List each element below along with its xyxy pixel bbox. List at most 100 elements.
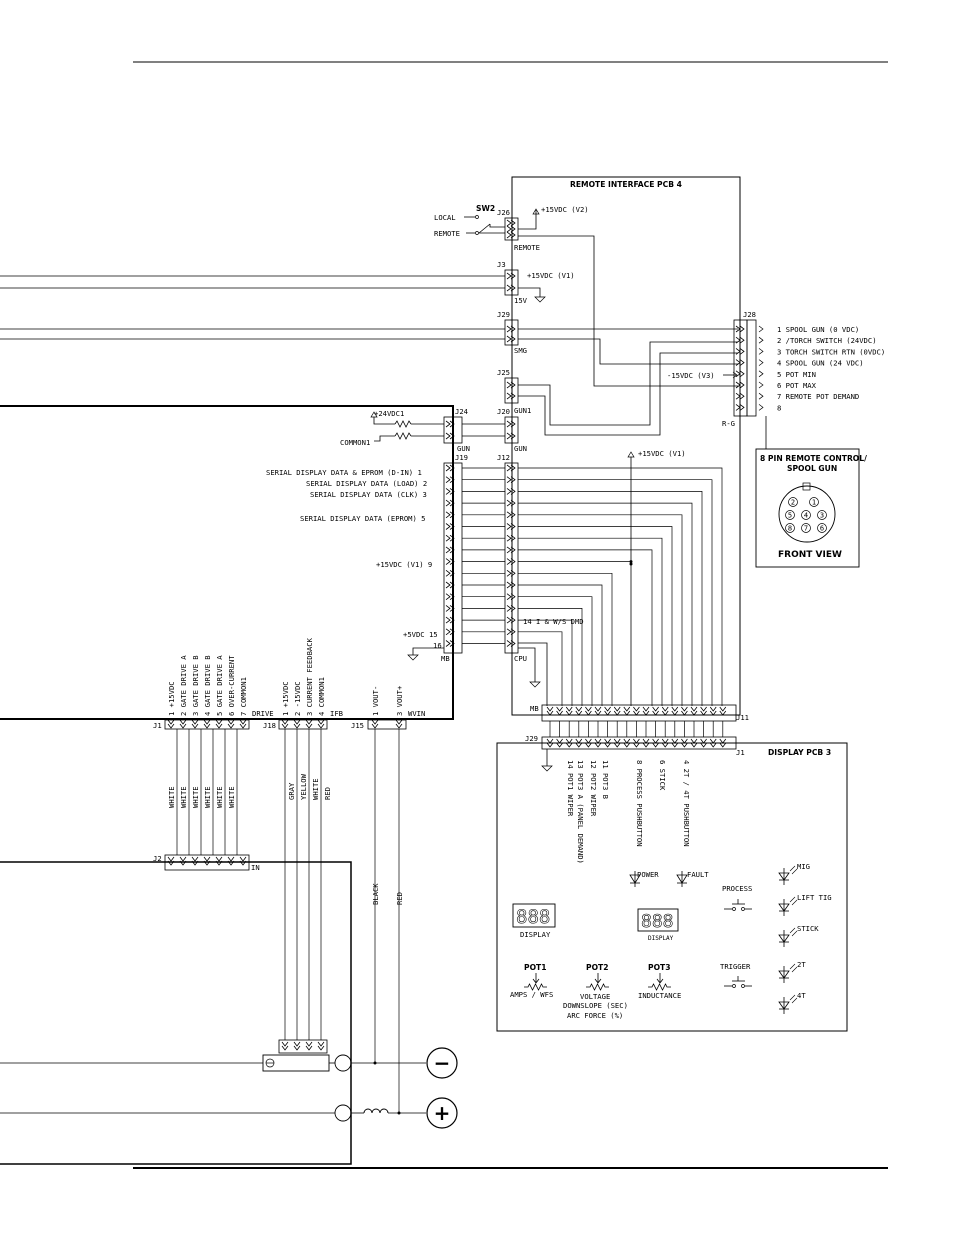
connector-title-1: 8 PIN REMOTE CONTROL/ bbox=[760, 454, 867, 463]
j28-pin-label: 3 TORCH SWITCH RTN (0VDC) bbox=[777, 347, 885, 356]
j18-pin-label: 3 CURRENT FEEDBACK bbox=[305, 637, 314, 716]
j28-pin-label: 4 SPOOL GUN (24 VDC) bbox=[777, 359, 864, 368]
connector-pin-number: 8 bbox=[788, 525, 792, 533]
remote-interface-board bbox=[511, 176, 741, 716]
power-label: POWER bbox=[637, 870, 659, 879]
pin-label-4: 4 2T / 4T PUSHBUTTON bbox=[682, 760, 691, 847]
mode-led-icon bbox=[778, 927, 798, 947]
mode-led-label: 2T bbox=[797, 960, 806, 969]
connector-front-view bbox=[755, 448, 860, 568]
j28-pin-label: 8 bbox=[777, 403, 781, 412]
j1-pin-label: 2 GATE DRIVE A bbox=[179, 655, 188, 716]
j18-pin-label: 4 COMMON1 bbox=[317, 677, 326, 716]
cpu-label: CPU bbox=[514, 654, 527, 663]
display-board-title: DISPLAY PCB 3 bbox=[768, 748, 831, 757]
j24-label: J24 bbox=[455, 407, 468, 416]
v1b-label: +15VDC (V1) bbox=[638, 449, 686, 458]
j19-pin15-label: +5VDC 15 bbox=[403, 630, 438, 639]
j1-wire-color: WHITE bbox=[191, 786, 200, 808]
mb-label: MB bbox=[441, 654, 450, 663]
dmd-label: 14 I & W/S DMD bbox=[523, 617, 584, 626]
connector-pin-number: 6 bbox=[820, 525, 824, 533]
j28-label: J28 bbox=[743, 310, 756, 319]
connector-pin bbox=[809, 497, 819, 507]
connector-pin-number: 7 bbox=[804, 525, 808, 533]
j1-pin-label: 1 +15VDC bbox=[167, 681, 176, 716]
display-j29-label: J29 bbox=[525, 734, 538, 743]
j2-label: J2 bbox=[153, 854, 162, 863]
j3-label: J3 bbox=[497, 260, 506, 269]
connector-pin bbox=[801, 510, 811, 520]
j18-label: J18 bbox=[263, 721, 276, 730]
trigger-switch-icon bbox=[724, 976, 752, 988]
trigger-label: TRIGGER bbox=[720, 962, 751, 971]
sw2-remote-label: REMOTE bbox=[434, 229, 460, 238]
seven-segment-display-2 bbox=[637, 908, 679, 932]
connector-pin bbox=[817, 523, 827, 533]
mode-led-label: MIG bbox=[797, 862, 810, 871]
j28-pin-label: 2 /TORCH SWITCH (24VDC) bbox=[777, 336, 877, 345]
mode-led-label: STICK bbox=[797, 924, 819, 933]
connector-pin-number: 4 bbox=[804, 512, 808, 520]
seven-segment-display-1 bbox=[512, 903, 556, 928]
j20-label: J20 bbox=[497, 407, 510, 416]
sw2-local-label: LOCAL bbox=[434, 213, 456, 222]
j15-label: J15 bbox=[351, 721, 364, 730]
connector-pin-number: 3 bbox=[820, 512, 824, 520]
j19-pin5-label: SERIAL DISPLAY DATA (EPROM) 5 bbox=[300, 514, 426, 523]
svg-text:−: − bbox=[434, 1051, 451, 1075]
connector-pin-number: 2 bbox=[791, 499, 795, 507]
j18-wire-color: RED bbox=[323, 787, 332, 800]
j1-wire-color: WHITE bbox=[167, 786, 176, 808]
j19-pin2-label: SERIAL DISPLAY DATA (LOAD) 2 bbox=[306, 479, 427, 488]
j18-wire-color: WHITE bbox=[311, 778, 320, 800]
j12-label: J12 bbox=[497, 453, 510, 462]
ifb-label: IFB bbox=[330, 709, 343, 718]
pot1-icon bbox=[524, 973, 547, 991]
remote-interface-title: REMOTE INTERFACE PCB 4 bbox=[570, 180, 682, 189]
pot1-label: POT1 bbox=[524, 963, 547, 972]
j1-label: J1 bbox=[153, 721, 162, 730]
seg1-digits: 888 bbox=[516, 906, 550, 928]
pot2-desc-1: VOLTAGE bbox=[580, 992, 610, 1001]
j1-wire-color: WHITE bbox=[227, 786, 236, 808]
j15-wire-color: BLACK bbox=[371, 883, 380, 905]
pot2-icon bbox=[586, 973, 609, 991]
j15-pin-label: 3 VOUT+ bbox=[395, 685, 404, 716]
j28-pin-label: 6 POT MAX bbox=[777, 381, 817, 390]
drive-label: DRIVE bbox=[252, 709, 274, 718]
v3-label: -15VDC (V3) bbox=[667, 371, 715, 380]
j1-wire-color: WHITE bbox=[215, 786, 224, 808]
j19-pin16-label: 16 bbox=[433, 641, 442, 650]
display-board bbox=[496, 742, 848, 1032]
in-label: IN bbox=[251, 863, 260, 872]
j1-pin-label: 4 GATE DRIVE B bbox=[203, 655, 212, 716]
j19-label: J19 bbox=[455, 453, 468, 462]
seg2-digits: 888 bbox=[641, 911, 674, 932]
positive-terminal: + bbox=[426, 1097, 458, 1129]
v1-label: +15VDC (V1) bbox=[527, 271, 575, 280]
svg-text:+: + bbox=[434, 1101, 451, 1125]
v24-label: +24VDC1 bbox=[374, 409, 404, 418]
display2-label: DISPLAY bbox=[648, 935, 674, 942]
gun1-label: GUN1 bbox=[514, 406, 531, 415]
fault-label: FAULT bbox=[687, 870, 709, 879]
v2-label: +15VDC (V2) bbox=[541, 205, 589, 214]
connector-pin bbox=[785, 523, 795, 533]
j1-pin-label: 3 GATE DRIVE B bbox=[191, 655, 200, 716]
j1-pin-label: 7 COMMON1 bbox=[239, 677, 248, 716]
j18-wire-color: GRAY bbox=[287, 782, 296, 800]
connector-title-2: SPOOL GUN bbox=[787, 464, 837, 473]
inductor-icon bbox=[363, 1108, 389, 1114]
connector-pin bbox=[788, 497, 798, 507]
j28-pin-label: 5 POT MIN bbox=[777, 370, 816, 379]
j15-pin-label: 1 VOUT- bbox=[371, 686, 380, 716]
mode-led-icon bbox=[778, 963, 798, 983]
j28-pin-label: 1 SPOOL GUN (0 VDC) bbox=[777, 325, 859, 334]
pin-label-11: 11 POT3 B bbox=[601, 760, 610, 799]
pin-label-12: 12 POT2 WIPER bbox=[589, 760, 598, 817]
j26-label: J26 bbox=[497, 208, 510, 217]
mode-led-icon bbox=[778, 896, 798, 916]
common1-label: COMMON1 bbox=[340, 438, 370, 447]
